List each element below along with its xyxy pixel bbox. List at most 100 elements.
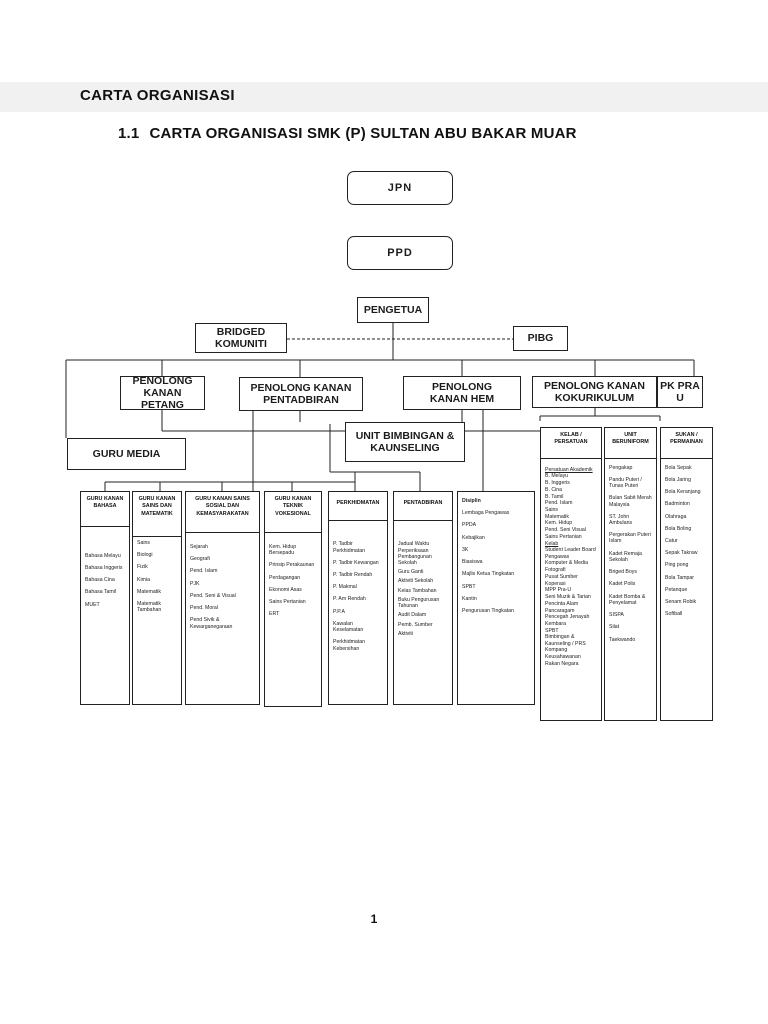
list-item: SPBT — [462, 583, 476, 590]
page-number: 1 — [370, 912, 378, 926]
list-item: Kelab — [545, 540, 559, 547]
column-guru-kanan-sains-matematik: GURU KANAN SAINS DAN MATEMATIK Sains Bio… — [132, 491, 182, 705]
list-item: Fotografi — [545, 567, 566, 574]
column-sukan-permainan: SUKAN / PERMAINAN Bola Sepak Bola Jaring… — [660, 427, 713, 721]
list-item: P.P.A — [333, 608, 345, 615]
column-heading: GURU KANAN TEKNIK VOKESIONAL — [274, 496, 312, 517]
column-guru-kanan-sains-sosial: GURU KANAN SAINS SOSIAL DAN KEMASYARAKAT… — [185, 491, 260, 705]
guru-media-box: GURU MEDIA — [67, 438, 186, 470]
list-item: Pend. Islam — [190, 568, 218, 575]
list-item: Lembaga Pengawas — [462, 510, 510, 517]
column-heading: KELAB / PERSATUAN — [554, 432, 588, 446]
list-item: Jadual Waktu Perperiksaan Pembangunan Se… — [398, 541, 432, 566]
list-item: Komputer & Media — [545, 560, 588, 567]
list-item: Kadet Polis — [609, 581, 636, 588]
list-item: Perkhidmatan Kebersihan — [333, 639, 366, 652]
column-heading: PERKHIDMATAN — [336, 500, 380, 506]
list-item: P. Am Rendah — [333, 596, 366, 603]
list-item: Kadet Remaja Sekolah — [609, 550, 642, 563]
list-item: Bola Jaring — [665, 476, 691, 483]
list-item: Pencegah Jenayah — [545, 614, 590, 621]
pk-prau-label: PK PRA U — [660, 379, 700, 404]
pk-petang-label: PENOLONG KANAN PETANG — [132, 374, 193, 412]
jpn-box: JPN — [347, 171, 453, 205]
list-item: Rakan Negara — [545, 660, 579, 667]
list-item: Persatuan Akademik — [545, 466, 593, 473]
list-item: P. Tadbir Rendah — [333, 572, 373, 578]
list-item: Ping pong — [665, 562, 689, 569]
list-item: Pengurusan Tingkatan — [462, 608, 514, 615]
list-item: Kompang — [545, 647, 568, 654]
list-item: Matematik — [545, 513, 569, 520]
pibg-label: PIBG — [527, 332, 554, 345]
pengetua-box: PENGETUA — [357, 297, 429, 323]
list-item: Kimia — [137, 576, 150, 583]
list-item: Pandu Puteri / Tunas Puteri — [609, 476, 642, 490]
pibg-box: PIBG — [513, 326, 568, 351]
list-item: Bahasa Inggeris — [85, 564, 123, 571]
column-guru-kanan-bahasa: GURU KANAN BAHASA Bahasa Melayu Bahasa I… — [80, 491, 130, 705]
subtitle-text: CARTA ORGANISASI SMK (P) SULTAN ABU BAKA… — [149, 125, 577, 142]
list-item: Senam Robik — [665, 599, 697, 606]
list-item: Bahasa Cina — [85, 577, 115, 584]
list-item: Pemb. Sumber — [398, 621, 433, 628]
list-item: SPBT — [545, 627, 559, 634]
list-item: Pend. Moral — [190, 605, 218, 612]
list-item: Biologi — [137, 552, 153, 559]
column-heading: GURU KANAN BAHASA — [86, 496, 124, 510]
column-heading: UNIT BERUNIFORM — [612, 432, 649, 446]
list-item: Olahraga — [665, 513, 687, 520]
list-item: Kebajikan — [462, 534, 485, 541]
pk-pentadbiran-box: PENOLONG KANAN PENTADBIRAN — [239, 377, 363, 411]
list-item: Bola Sepak — [665, 464, 692, 471]
list-item: Kadet Bomba & Penyelamat — [609, 593, 646, 606]
list-item: Sejarah — [190, 543, 208, 550]
pk-petang-box: PENOLONG KANAN PETANG — [120, 374, 205, 412]
column-heading: GURU KANAN SAINS DAN MATEMATIK — [138, 496, 176, 517]
list-item: MPP Pra-U — [545, 587, 572, 594]
list-item: Kantin — [462, 595, 477, 602]
list-item: Sains Pertanian — [545, 533, 582, 540]
list-item: Bola Keranjang — [665, 489, 701, 496]
ubk-label: UNIT BIMBINGAN & KAUNSELING — [355, 429, 455, 454]
list-item: Kawalan Keselamatan — [333, 620, 364, 634]
list-item: Softball — [665, 611, 683, 618]
list-item: Briged Boys — [609, 569, 637, 576]
list-item: Kembara — [545, 620, 567, 627]
pk-kokurikulum-label: PENOLONG KANAN KOKURIKULUM — [544, 379, 645, 404]
list-item: Pencinta Alam — [545, 600, 579, 607]
list-item: Bahasa Tamil — [85, 589, 117, 596]
list-item: SISPA — [609, 612, 624, 619]
list-item: Badminton — [665, 501, 690, 508]
pk-hem-box: PENOLONG KANAN HEM — [403, 376, 521, 410]
list-item: Bulan Sabit Merah Malaysia — [609, 495, 652, 508]
list-item: Sains — [137, 539, 150, 546]
header-band — [0, 82, 768, 112]
pengetua-label: PENGETUA — [363, 303, 423, 316]
pk-hem-label: PENOLONG KANAN HEM — [429, 380, 495, 405]
column-heading: Disiplin — [462, 498, 481, 504]
list-item: Keusahawanan — [545, 654, 581, 661]
column-heading: SUKAN / PERMAINAN — [670, 432, 703, 446]
list-item: MUET — [85, 601, 100, 608]
list-item: B. Inggeris — [545, 480, 570, 487]
list-item: Aktiviti — [398, 630, 413, 637]
list-item: Sepak Takraw — [665, 550, 698, 557]
jpn-label: JPN — [387, 181, 413, 194]
pk-prau-box: PK PRA U — [657, 376, 703, 408]
list-item: Sains Pertanian — [269, 599, 306, 606]
list-item: B. Tamil — [545, 493, 564, 500]
list-item: Pusat Sumber — [545, 573, 578, 580]
list-item: Taekwando — [609, 636, 636, 643]
list-item: Bola Boling — [665, 525, 692, 532]
list-item: Pend Sivik & Kewarganegaraan — [190, 617, 233, 630]
list-item: B. Cina — [545, 486, 563, 493]
bridged-komuniti-box: BRIDGED KOMUNITI — [195, 323, 287, 353]
list-item: Prinsip Perakaunan — [269, 562, 315, 569]
column-disiplin: Disiplin Lembaga Pengawas PPDA Kebajikan… — [457, 491, 535, 705]
list-item: Matematik Tambahan — [137, 601, 162, 614]
list-item: Ekonomi Asas — [269, 586, 302, 593]
list-item: 3K — [462, 546, 469, 553]
list-item: Catur — [665, 538, 678, 544]
